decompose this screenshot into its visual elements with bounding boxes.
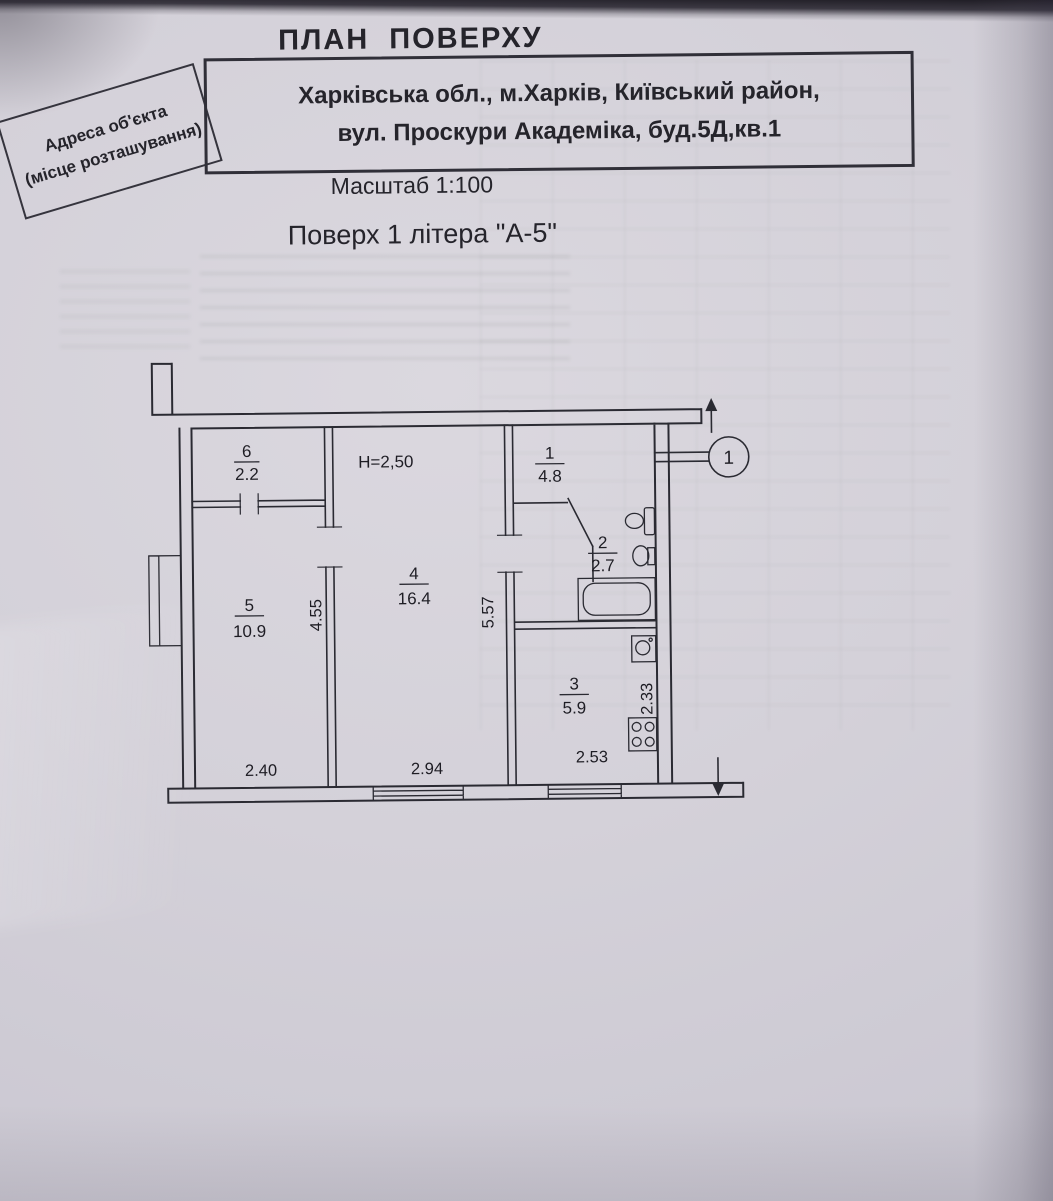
room-4-number: 4	[409, 564, 419, 583]
room-labels: H=2,50 6 2.2 1 4.8 2 2.7 4	[233, 442, 618, 718]
room-6-number: 6	[242, 442, 252, 461]
room-3-number: 3	[569, 674, 579, 693]
entry-node: 1	[653, 398, 750, 797]
window-bottom-room4	[372, 785, 464, 802]
room-5-number: 5	[244, 596, 254, 615]
floor-heading: Поверх 1 літера "А-5"	[287, 217, 558, 251]
room-2-area: 2.7	[591, 556, 615, 575]
bathroom-fixtures	[577, 507, 657, 622]
window-left	[148, 554, 183, 647]
stove-icon	[627, 716, 658, 752]
entrance-arrow-top-icon	[705, 398, 718, 412]
entry-connector-lines	[653, 451, 710, 463]
address-line-2: вул. Проскури Академіка, буд.5Д,кв.1	[337, 115, 782, 147]
bathtub-icon	[577, 577, 657, 622]
address-line-1: Харківська обл., м.Харків, Київський рай…	[298, 77, 820, 110]
bathroom-door-line	[567, 497, 594, 548]
entrance-arrow-bottom-icon	[712, 782, 725, 797]
entry-circle	[707, 436, 750, 478]
room-2-number: 2	[598, 533, 608, 552]
washbasin-icon	[632, 545, 656, 567]
dimension-labels: 4.55 5.57 2.33 2.40 2.94 2.53	[245, 596, 657, 780]
entry-number: 1	[723, 448, 734, 469]
dimension-right-width: 2.53	[576, 748, 608, 766]
room-5-label: 5 10.9	[233, 596, 266, 641]
room-5-area: 10.9	[233, 622, 266, 641]
door-opening-ticks	[239, 493, 523, 573]
interior-walls	[191, 424, 658, 788]
room-6-label: 6 2.2	[234, 442, 260, 484]
window-bottom-kitchen	[547, 783, 622, 800]
exterior-walls	[150, 362, 745, 804]
room-4-area: 16.4	[398, 589, 431, 608]
room-1-label: 1 4.8	[535, 444, 565, 486]
room-1-area: 4.8	[538, 467, 562, 486]
toilet-icon	[624, 507, 656, 536]
address-value-box: Харківська обл., м.Харків, Київський рай…	[203, 50, 915, 175]
kitchen-sink-icon	[630, 634, 657, 663]
dimension-middle-width: 2.94	[411, 760, 443, 778]
kitchen-fixtures	[627, 634, 658, 752]
room-6-area: 2.2	[235, 465, 259, 484]
ceiling-height-label: H=2,50	[358, 452, 413, 472]
room-4-label: 4 16.4	[398, 564, 431, 608]
floor-plan-drawing: 1	[148, 362, 750, 804]
room-3-label: 3 5.9	[559, 674, 589, 718]
dimension-left-width: 2.40	[245, 762, 277, 780]
dimension-left-depth: 4.55	[307, 599, 325, 631]
dimension-kitchen-depth: 2.33	[638, 683, 656, 715]
room-1-number: 1	[545, 444, 555, 463]
dimension-middle-depth: 5.57	[479, 596, 497, 628]
room-2-label: 2 2.7	[588, 533, 618, 575]
room-3-area: 5.9	[562, 698, 586, 717]
window-symbols	[148, 554, 622, 802]
